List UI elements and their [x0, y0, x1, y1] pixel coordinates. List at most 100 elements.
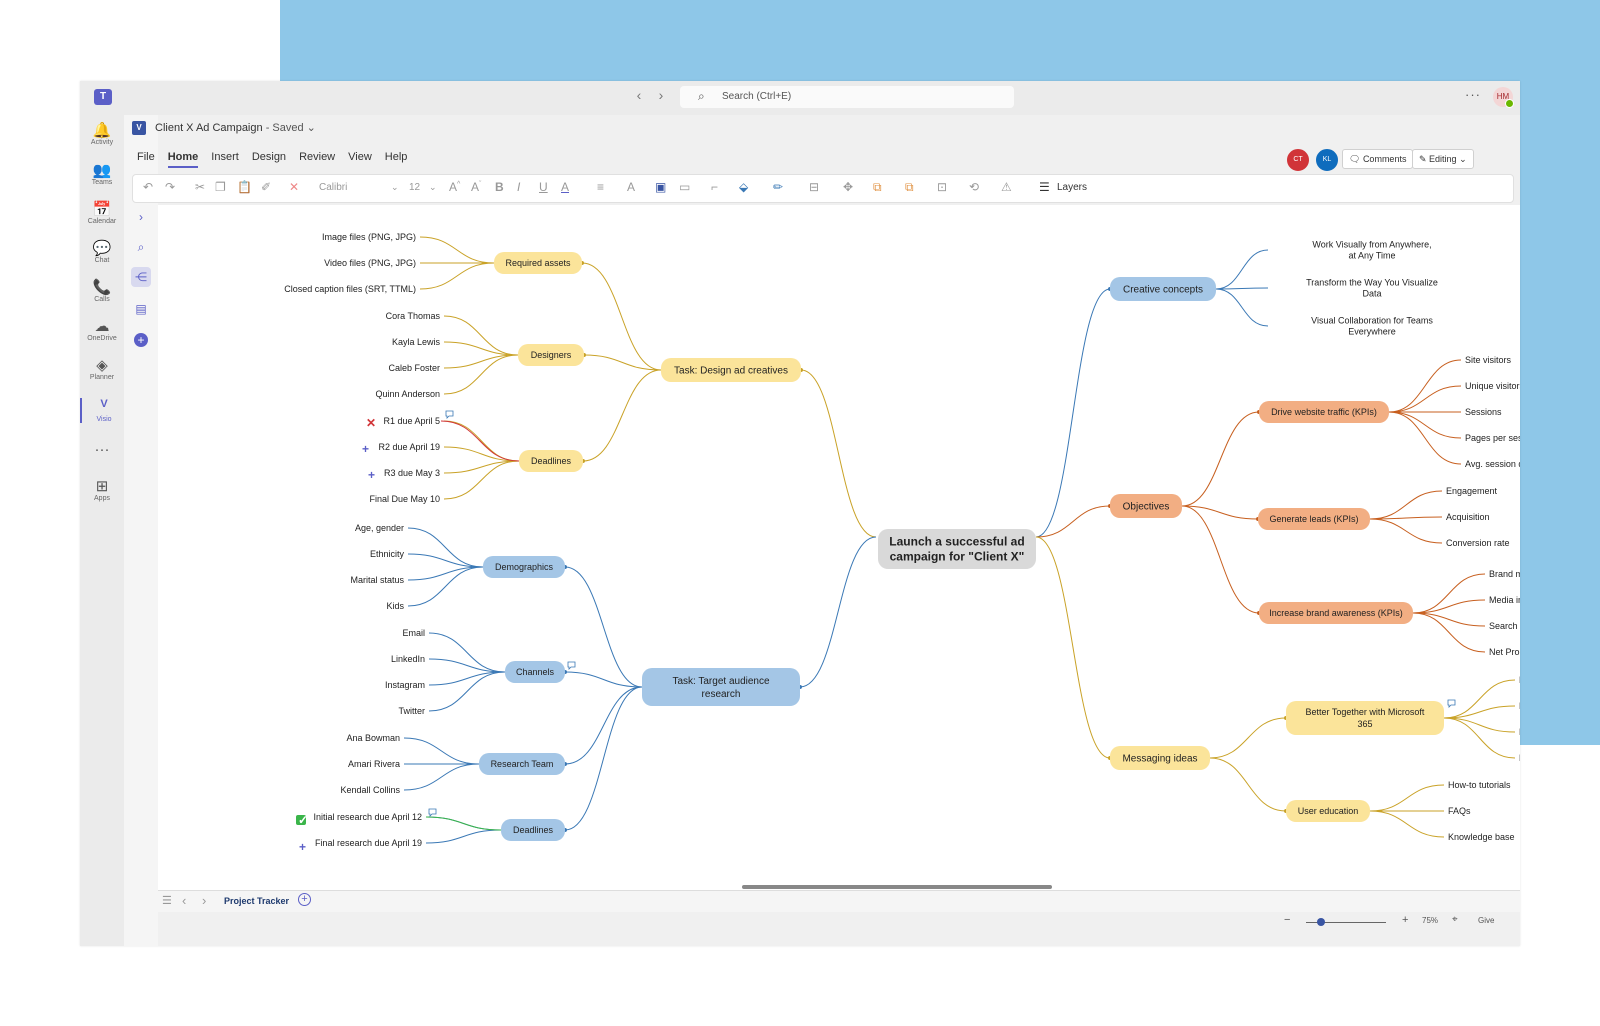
more-options-button[interactable]: ··· [1465, 87, 1481, 102]
comment-icon[interactable] [429, 809, 436, 816]
leaf-label[interactable]: Initial research due April 12 [313, 812, 422, 822]
research-team-node[interactable]: Research Team [479, 753, 565, 775]
editing-mode-button[interactable]: ✎ Editing ⌄ [1412, 149, 1474, 169]
rail-item-calendar[interactable]: 📅Calendar [80, 200, 124, 225]
leaf-label[interactable]: Data [1362, 289, 1381, 299]
align-icon[interactable]: ≡ [597, 180, 604, 194]
menu-file[interactable]: File [137, 151, 155, 163]
rail-item-teams[interactable]: 👥Teams [80, 161, 124, 186]
leaf-label[interactable]: Closed caption files (SRT, TTML) [284, 284, 416, 294]
leaf-label[interactable]: Power BI integratio [1519, 701, 1520, 711]
mind-map[interactable]: Launch a successful adcampaign for "Clie… [158, 205, 1520, 890]
rail-item-planner[interactable]: ◈Planner [80, 356, 124, 381]
rail-item-apps[interactable]: ⊞Apps [80, 477, 124, 502]
font-size-select[interactable]: 12 [409, 182, 420, 193]
demographics-node[interactable]: Demographics [483, 556, 565, 578]
paste-icon[interactable]: 📋 [237, 180, 252, 194]
messaging-node[interactable]: Messaging ideas [1110, 746, 1210, 770]
menu-insert[interactable]: Insert [211, 151, 239, 163]
collaborator-avatar[interactable]: CT [1287, 149, 1309, 171]
leaf-label[interactable]: Media impressions [1489, 595, 1520, 605]
comment-icon[interactable] [568, 662, 575, 669]
leaf-label[interactable]: Cora Thomas [386, 311, 441, 321]
bring-front-icon[interactable]: ⧉ [873, 180, 882, 195]
format-painter-icon[interactable]: ✐ [261, 180, 271, 194]
leaf-label[interactable]: Everywhere [1348, 327, 1396, 337]
leaf-label[interactable]: Final Due May 10 [369, 494, 440, 504]
leaf-label[interactable]: R1 due April 5 [383, 416, 440, 426]
zoom-level[interactable]: 75% [1422, 916, 1438, 925]
group-icon[interactable]: ⊡ [937, 180, 947, 194]
user-avatar[interactable]: HM [1493, 87, 1513, 107]
task-design-node[interactable]: Task: Design ad creatives [661, 358, 801, 382]
increase-font-icon[interactable]: A^ [449, 180, 460, 194]
text-effects-icon[interactable]: A [627, 180, 635, 194]
document-title[interactable]: Client X Ad Campaign - Saved ⌄ [135, 121, 316, 134]
add-page-icon[interactable]: + [298, 893, 311, 906]
leaf-label[interactable]: Marital status [350, 575, 404, 585]
redo-icon[interactable]: ↷ [165, 180, 175, 194]
leaf-label[interactable]: Video files (PNG, JPG) [324, 258, 416, 268]
rail-item-calls[interactable]: 📞Calls [80, 278, 124, 303]
leaf-label[interactable]: Site visitors [1465, 355, 1512, 365]
leaf-label[interactable]: Visual Collaboration for Teams [1311, 316, 1433, 326]
leaf-label[interactable]: Search engine visibility [1489, 621, 1520, 631]
deadlines-research-node[interactable]: Deadlines [501, 819, 565, 841]
shape-icon[interactable]: ▭ [679, 180, 690, 194]
search-input[interactable]: ⌕ Search (Ctrl+E) [680, 86, 1014, 108]
channels-node[interactable]: Channels [505, 661, 565, 683]
back-button[interactable]: ‹ [628, 87, 650, 103]
menu-view[interactable]: View [348, 151, 372, 163]
add-shapes-icon[interactable]: + [134, 333, 148, 347]
leaf-label[interactable]: Brand mentions, Share of v [1489, 569, 1520, 579]
brand-awareness-node[interactable]: Increase brand awareness (KPIs) [1259, 602, 1413, 624]
rail-item-visio[interactable]: VVisio [80, 398, 126, 423]
zoom-slider-thumb[interactable] [1317, 918, 1325, 926]
leaf-label[interactable]: Unique visitors [1465, 381, 1520, 391]
chevron-down-icon[interactable]: ⌄ [391, 182, 399, 193]
comment-icon[interactable] [446, 411, 453, 418]
pages-menu-icon[interactable]: ☰ [162, 894, 172, 907]
collaborator-avatar[interactable]: KL [1316, 149, 1338, 171]
position-icon[interactable]: ✥ [843, 180, 853, 194]
horizontal-scrollbar[interactable] [742, 885, 1052, 889]
tab-project-tracker[interactable]: Project Tracker [224, 896, 289, 906]
rail-item-chat[interactable]: 💬Chat [80, 239, 124, 264]
leaf-label[interactable]: Instagram [385, 680, 425, 690]
layers-button[interactable]: Layers [1057, 182, 1087, 193]
leaf-label[interactable]: Microsoft Excel inte [1519, 753, 1520, 763]
leaf-label[interactable]: FAQs [1448, 806, 1471, 816]
leaf-label[interactable]: Avg. session duration [1465, 459, 1520, 469]
leaf-label[interactable]: Twitter [398, 706, 425, 716]
fill-icon[interactable]: ⬙ [739, 180, 748, 194]
leaf-label[interactable]: Power Automate in [1519, 727, 1520, 737]
font-family-select[interactable]: Calibri [319, 182, 399, 193]
text-box-icon[interactable]: ▣ [655, 180, 666, 194]
leaf-label[interactable]: Work Visually from Anywhere, [1312, 240, 1431, 250]
leaf-label[interactable]: Ethnicity [370, 549, 405, 559]
leaf-label[interactable]: R3 due May 3 [384, 468, 440, 478]
leaf-label[interactable]: Microsoft Teams in [1519, 675, 1520, 685]
deadlines-design-node[interactable]: Deadlines [519, 450, 583, 472]
task-research-node[interactable]: Task: Target audienceresearch [642, 668, 800, 706]
user-education-node[interactable]: User education [1286, 800, 1370, 822]
leaf-label[interactable]: Final research due April 19 [315, 838, 422, 848]
leaf-label[interactable]: Pages per session [1465, 433, 1520, 443]
line-color-icon[interactable]: ✏ [773, 180, 783, 194]
expand-panel-icon[interactable]: › [131, 207, 151, 227]
leaf-label[interactable]: LinkedIn [391, 654, 425, 664]
objectives-node[interactable]: Objectives [1110, 494, 1182, 518]
search-shapes-icon[interactable]: ⌕ [131, 237, 151, 257]
prev-page-icon[interactable]: ‹ [182, 893, 186, 908]
leaf-label[interactable]: Kayla Lewis [392, 337, 441, 347]
comment-icon[interactable] [1448, 700, 1455, 707]
leaf-label[interactable]: Ana Bowman [346, 733, 400, 743]
bold-icon[interactable]: B [495, 180, 504, 194]
creative-concepts-node[interactable]: Creative concepts [1110, 277, 1216, 301]
leaf-label[interactable]: Caleb Foster [388, 363, 440, 373]
leaf-label[interactable]: How-to tutorials [1448, 780, 1511, 790]
delete-icon[interactable]: ✕ [289, 180, 299, 194]
leaf-label[interactable]: Sessions [1465, 407, 1502, 417]
required-assets-node[interactable]: Required assets [494, 252, 582, 274]
menu-help[interactable]: Help [385, 151, 408, 163]
